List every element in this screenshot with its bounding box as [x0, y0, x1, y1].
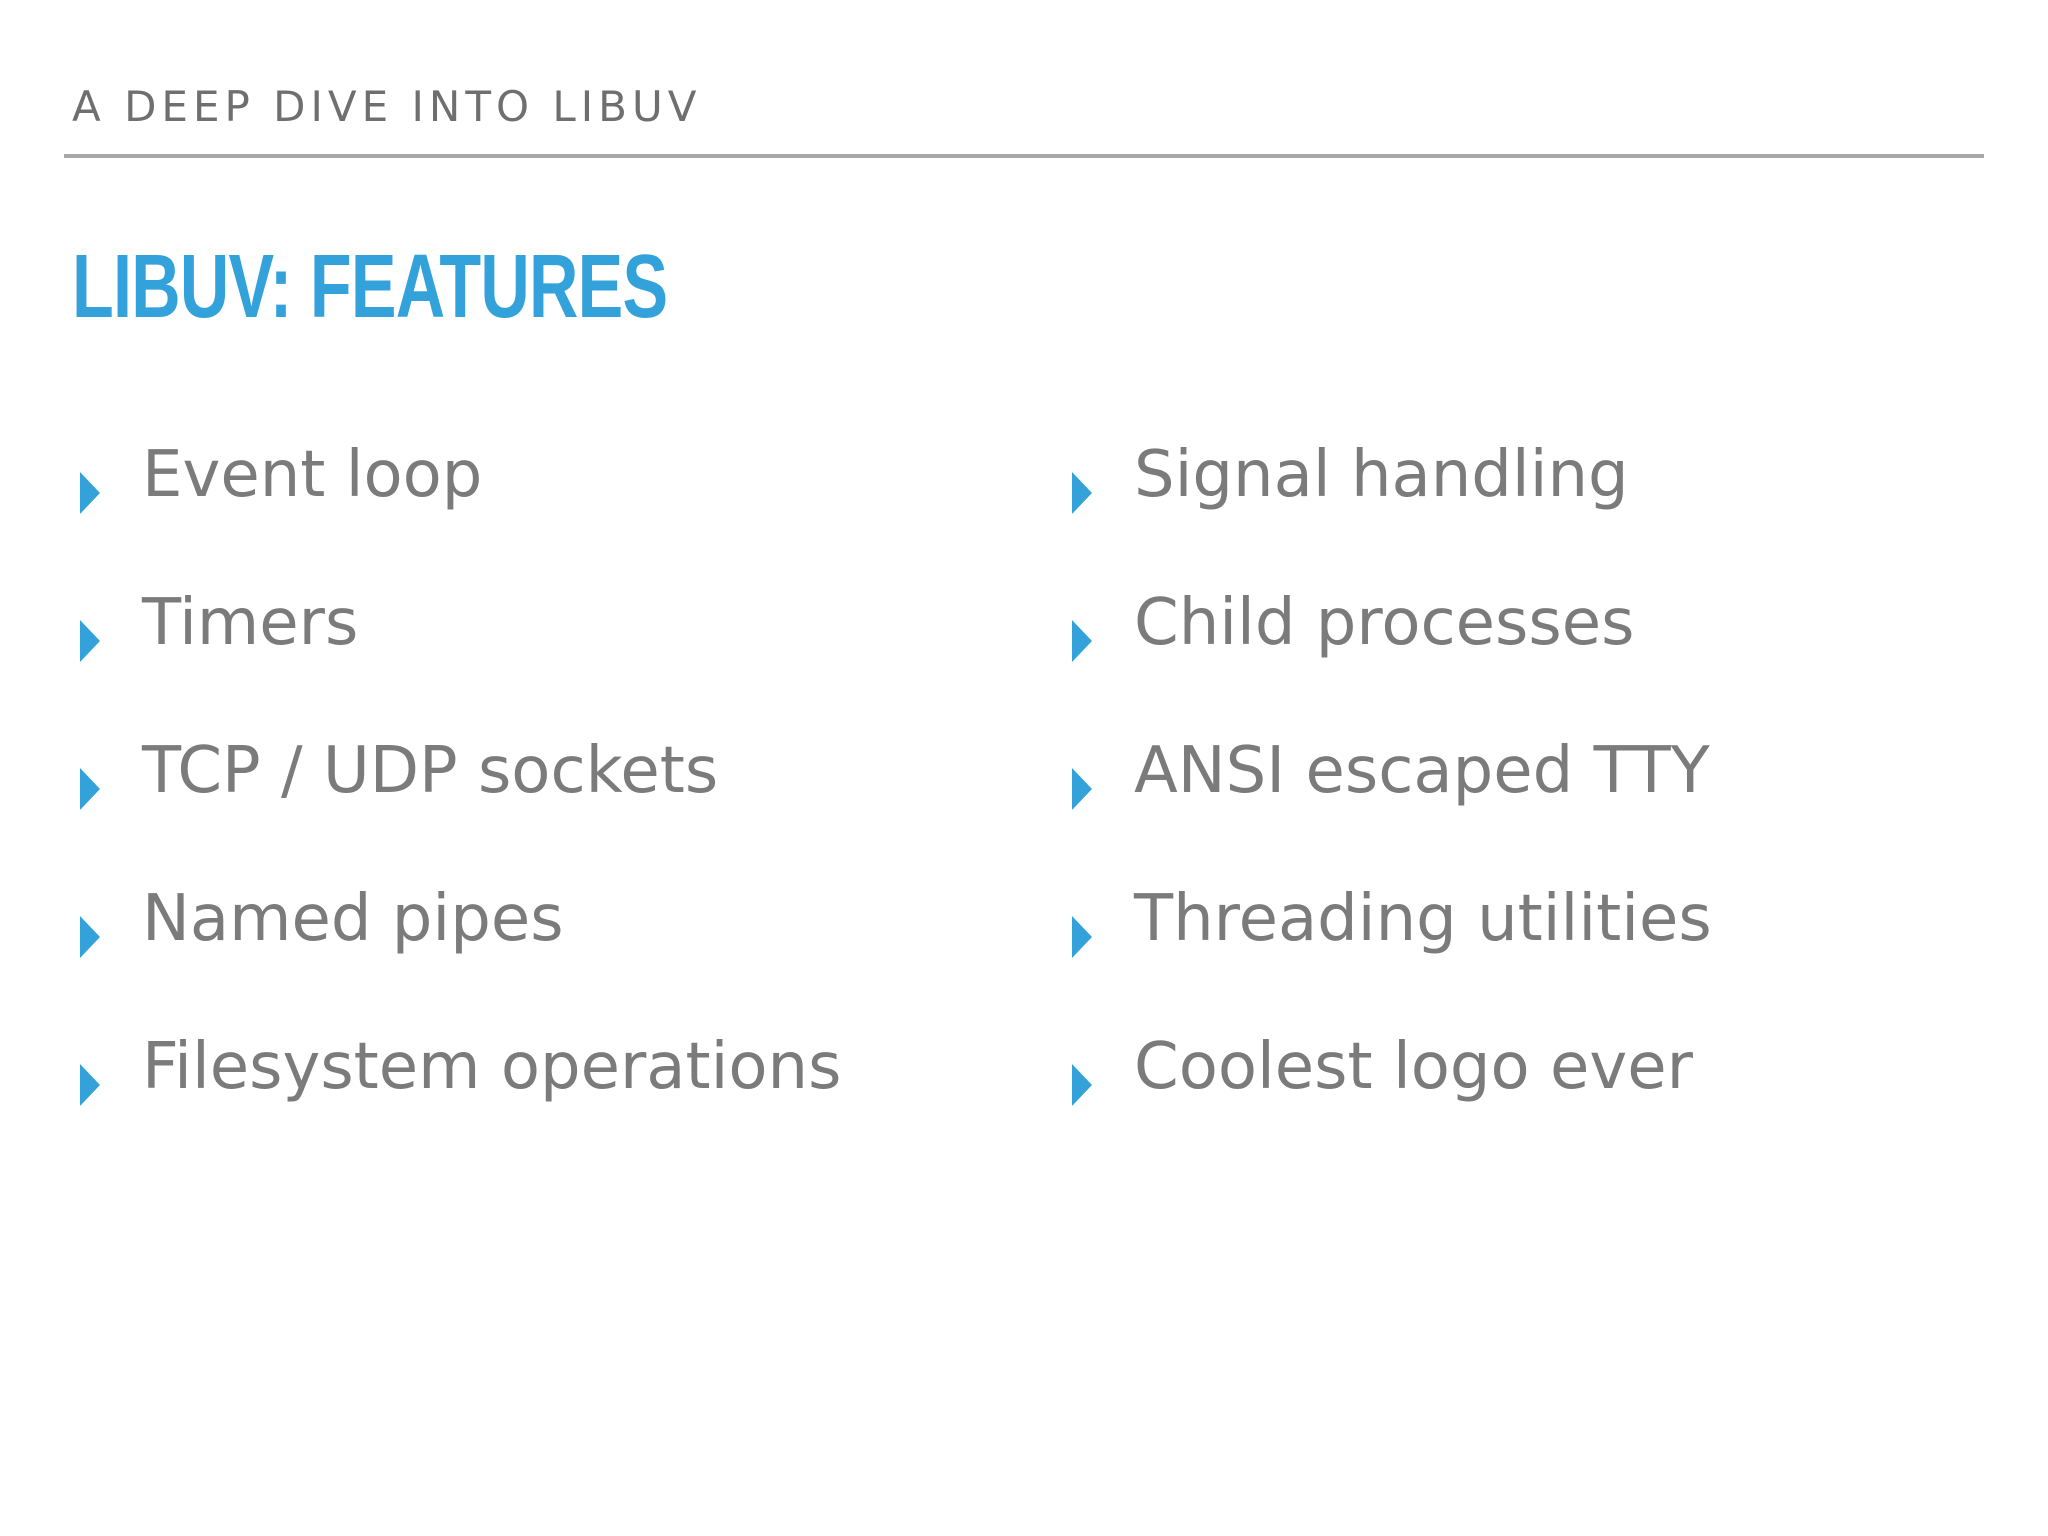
- list-item: Child processes: [1072, 578, 1712, 726]
- list-item: ANSI escaped TTY: [1072, 726, 1712, 874]
- feature-label: Filesystem operations: [142, 1030, 842, 1104]
- feature-label: Named pipes: [142, 882, 564, 956]
- feature-label: Threading utilities: [1134, 882, 1712, 956]
- list-item: Named pipes: [80, 874, 841, 1022]
- feature-label: Coolest logo ever: [1134, 1030, 1693, 1104]
- triangle-right-icon: [1072, 916, 1092, 958]
- slide-title: LIBUV: FEATURES: [72, 237, 668, 337]
- triangle-right-icon: [80, 1064, 100, 1106]
- triangle-right-icon: [80, 472, 100, 514]
- feature-list-left: Event loop Timers TCP / UDP sockets Name…: [80, 430, 841, 1170]
- list-item: Coolest logo ever: [1072, 1022, 1712, 1170]
- feature-label: Event loop: [142, 438, 483, 512]
- list-item: Threading utilities: [1072, 874, 1712, 1022]
- feature-label: Signal handling: [1134, 438, 1629, 512]
- feature-list-right: Signal handling Child processes ANSI esc…: [1072, 430, 1712, 1170]
- feature-label: ANSI escaped TTY: [1134, 734, 1710, 808]
- triangle-right-icon: [1072, 620, 1092, 662]
- list-item: Signal handling: [1072, 430, 1712, 578]
- triangle-right-icon: [1072, 768, 1092, 810]
- feature-label: Timers: [142, 586, 359, 660]
- slide-header: A DEEP DIVE INTO LIBUV: [72, 82, 702, 131]
- list-item: Timers: [80, 578, 841, 726]
- header-divider: [64, 154, 1984, 158]
- feature-label: Child processes: [1134, 586, 1635, 660]
- list-item: TCP / UDP sockets: [80, 726, 841, 874]
- triangle-right-icon: [1072, 472, 1092, 514]
- feature-label: TCP / UDP sockets: [142, 734, 719, 808]
- triangle-right-icon: [80, 620, 100, 662]
- list-item: Event loop: [80, 430, 841, 578]
- triangle-right-icon: [80, 768, 100, 810]
- triangle-right-icon: [80, 916, 100, 958]
- triangle-right-icon: [1072, 1064, 1092, 1106]
- list-item: Filesystem operations: [80, 1022, 841, 1170]
